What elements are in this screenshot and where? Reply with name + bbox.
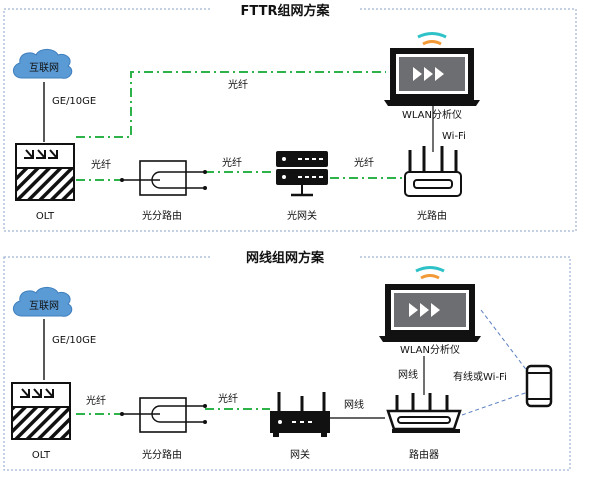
fttr-fiber-lines [76,71,405,181]
fttr-internet-cloud: 互联网 [13,48,73,79]
cable-fiber-lines [76,408,270,415]
cable-panel: 网线组网方案 互联网 GE/10GE OLT 光纤 [3,249,571,471]
fttr-router-icon [404,146,462,197]
fttr-title: FTTR组网方案 [241,3,331,19]
fttr-analyzer-icon [384,32,480,106]
cable-olt-label: OLT [32,450,51,461]
fttr-olt-icon [15,143,75,201]
fttr-gateway-icon [276,151,328,197]
cable-fiber-2-label: 光纤 [218,392,238,405]
cable-gateway-icon [270,392,330,437]
cable-frame [3,256,571,471]
cable-olt-icon [11,382,71,440]
cable-router-icon [386,393,462,433]
fttr-fiber-olt-analyzer [76,71,386,138]
cable-wireless-analyzer-phone [480,309,529,373]
fttr-splitter-label: 光分路由 [142,209,182,222]
cable-fiber-1-label: 光纤 [86,394,106,407]
cable-wireless-label: 有线或Wi-Fi [453,370,507,383]
fttr-router-label: 光路由 [417,209,447,222]
cable-analyzer-label: WLAN分析仪 [400,343,460,356]
fttr-internet-label: 互联网 [29,62,59,74]
cable-wireless-router-phone [461,391,529,416]
cable-uplink-label: GE/10GE [52,335,96,346]
cable-splitter-icon [120,397,207,433]
cable-router-label: 路由器 [409,448,439,461]
fttr-fiber-3-label: 光纤 [354,156,374,169]
fttr-olt-label: OLT [36,211,55,222]
cable-analyzer-icon [379,266,481,342]
fttr-fiber-1-label: 光纤 [91,158,111,171]
fttr-analyzer-label: WLAN分析仪 [402,108,462,121]
fttr-fiber-2-label: 光纤 [222,156,242,169]
fttr-uplink-label: GE/10GE [52,96,96,107]
cable-gateway-label: 网关 [290,448,310,461]
fttr-frame [3,8,577,232]
cable-title: 网线组网方案 [246,250,325,266]
cable-splitter-label: 光分路由 [142,448,182,461]
cable-phone-icon [525,364,553,408]
cable-internet-cloud: 互联网 [13,286,73,317]
cable-ethernet-1-label: 网线 [344,398,364,411]
fttr-gateway-label: 光网关 [287,209,317,222]
cable-ethernet-2-label: 网线 [398,368,418,381]
fttr-fiber-top-label: 光纤 [228,78,248,91]
cable-internet-label: 互联网 [29,300,59,312]
fttr-wifi-label: Wi-Fi [442,131,466,142]
fttr-panel: FTTR组网方案 互联网 GE/10GE OLT 光纤 [3,2,577,232]
fttr-splitter-icon [120,160,207,196]
